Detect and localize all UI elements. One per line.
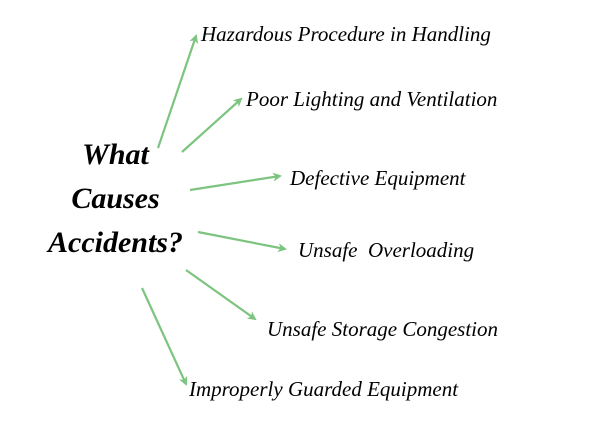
arrow-to-hazardous-procedure xyxy=(156,34,199,149)
arrow-to-defective-equipment xyxy=(189,172,282,192)
cause-label-unsafe-storage: Unsafe Storage Congestion xyxy=(267,317,498,341)
cause-label-defective-equipment: Defective Equipment xyxy=(290,166,466,190)
arrow-to-improperly-guarded xyxy=(141,287,188,386)
diagram-title-line-3: Accidents? xyxy=(48,226,183,259)
cause-label-hazardous-procedure: Hazardous Procedure in Handling xyxy=(201,22,491,46)
cause-label-poor-lighting: Poor Lighting and Ventilation xyxy=(246,87,498,111)
arrow-to-unsafe-overloading xyxy=(197,230,287,253)
arrow-to-unsafe-storage xyxy=(185,269,257,321)
diagram-title: What Causes Accidents? xyxy=(38,133,193,265)
diagram-title-line-1: What xyxy=(82,138,149,171)
cause-label-unsafe-overloading: Unsafe Overloading xyxy=(298,238,475,262)
cause-label-improperly-guarded: Improperly Guarded Equipment xyxy=(189,377,459,401)
diagram-title-line-2: Causes xyxy=(71,182,160,215)
